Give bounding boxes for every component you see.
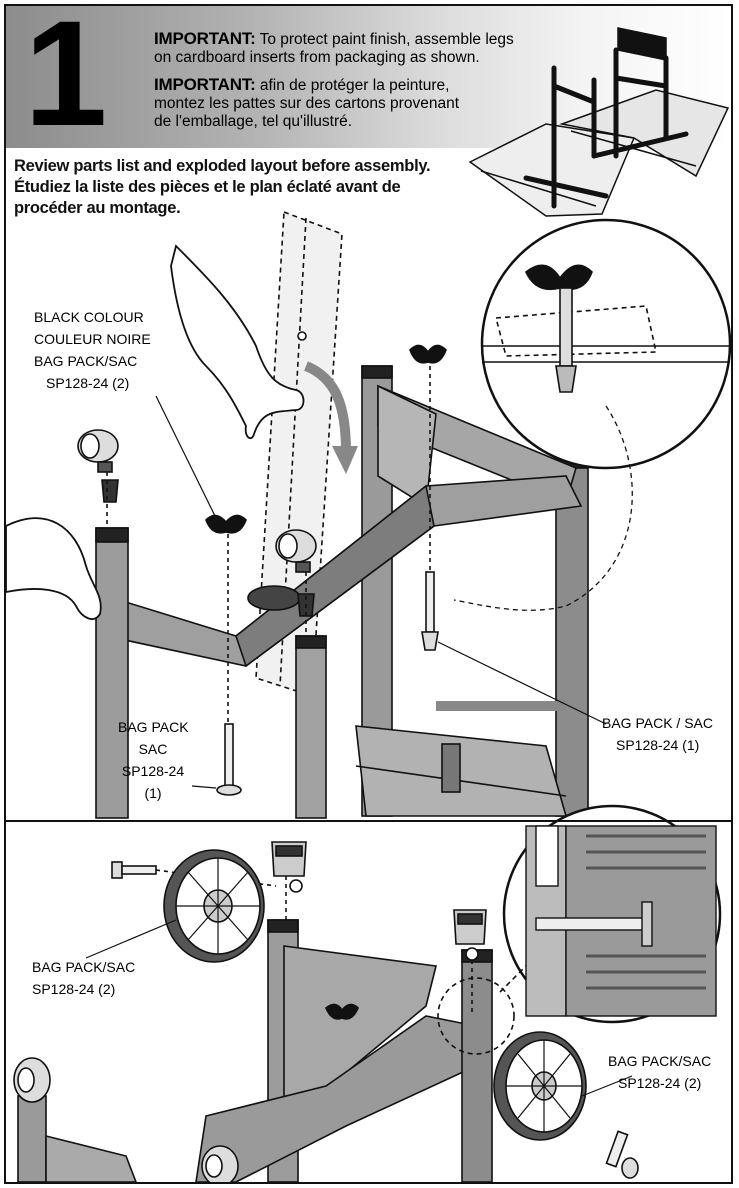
bolt-top-bottom-left	[216, 723, 242, 796]
assembly-illustration	[6, 27, 731, 1182]
axle-bolt-left	[111, 861, 157, 879]
right-wheel-part-label: SP128-24 (2)	[618, 1075, 702, 1091]
wheel-assembly-drawing	[13, 804, 722, 1182]
bolt-part-label: SP128-24	[121, 763, 185, 779]
wheel-left	[163, 849, 265, 963]
right-bolt-part-label: SP128-24 (1)	[616, 737, 700, 753]
important-fr-line2: montez les pattes sur des cartons proven…	[154, 95, 459, 112]
important-en-line2: on cardboard inserts from packaging as s…	[154, 49, 480, 66]
section-divider	[6, 820, 731, 822]
detail-axle	[525, 825, 717, 1017]
wheel-right	[493, 1031, 587, 1141]
important-label-en: IMPORTANT:	[154, 29, 256, 48]
review-line1: Review parts list and exploded layout be…	[14, 157, 431, 175]
bolt-top-right	[421, 571, 439, 651]
couleur-noire-label: COULEUR NOIRE	[34, 331, 151, 347]
detail-circle-top	[480, 218, 731, 470]
hand-left	[6, 517, 102, 620]
rotate-arrow	[303, 361, 351, 453]
important-note-french: IMPORTANT: afin de protéger la peinture,…	[154, 76, 574, 131]
important-fr-line3: de l'emballage, tel qu'illustré.	[154, 113, 353, 130]
review-instructions: Review parts list and exploded layout be…	[14, 156, 484, 219]
assembly-page: 1 IMPORTANT: To protect paint finish, as…	[4, 4, 733, 1184]
important-note-english: IMPORTANT: To protect paint finish, asse…	[154, 30, 574, 67]
bolt-qty-label: (1)	[144, 785, 162, 801]
axle-bolt-right	[605, 1130, 639, 1179]
step-number: 1	[24, 4, 108, 157]
important-label-fr: IMPORTANT:	[154, 75, 256, 94]
wing-nut-top-left	[205, 514, 247, 534]
wing-nut-top-right	[409, 344, 447, 364]
step-header: 1 IMPORTANT: To protect paint finish, as…	[6, 6, 731, 148]
leg-cap-center	[271, 841, 307, 893]
leg-frame-drawing	[6, 210, 731, 819]
important-en-line1: To protect paint finish, assemble legs	[259, 31, 514, 48]
review-line3: procéder au montage.	[14, 199, 181, 217]
left-wheel-part-label: SP128-24 (2)	[32, 981, 116, 997]
bolt-bag-label: BAG PACK	[118, 719, 189, 735]
wingnut-bag-label: BAG PACK/SAC	[34, 353, 138, 369]
cardboard-legs-illustration	[468, 27, 730, 217]
caster-bottom-left	[13, 1057, 51, 1103]
caster-top-center	[275, 529, 317, 617]
hand-top	[170, 244, 305, 440]
caster-bottom-center	[201, 1145, 239, 1182]
right-wheel-bag-label: BAG PACK/SAC	[608, 1053, 712, 1069]
left-wheel-bag-label: BAG PACK/SAC	[32, 959, 136, 975]
wingnut-part-label: SP128-24 (2)	[46, 375, 130, 391]
black-colour-label: BLACK COLOUR	[34, 309, 144, 325]
important-fr-line1: afin de protéger la peinture,	[259, 77, 450, 94]
review-line2: Étudiez la liste des pièces et le plan é…	[14, 178, 401, 196]
bolt-sac-label: SAC	[138, 741, 168, 757]
detail-wingbolt	[482, 264, 730, 393]
caster-top-left	[77, 429, 119, 503]
leg-cap-right	[453, 909, 487, 961]
right-bolt-bag-label: BAG PACK / SAC	[602, 715, 713, 731]
